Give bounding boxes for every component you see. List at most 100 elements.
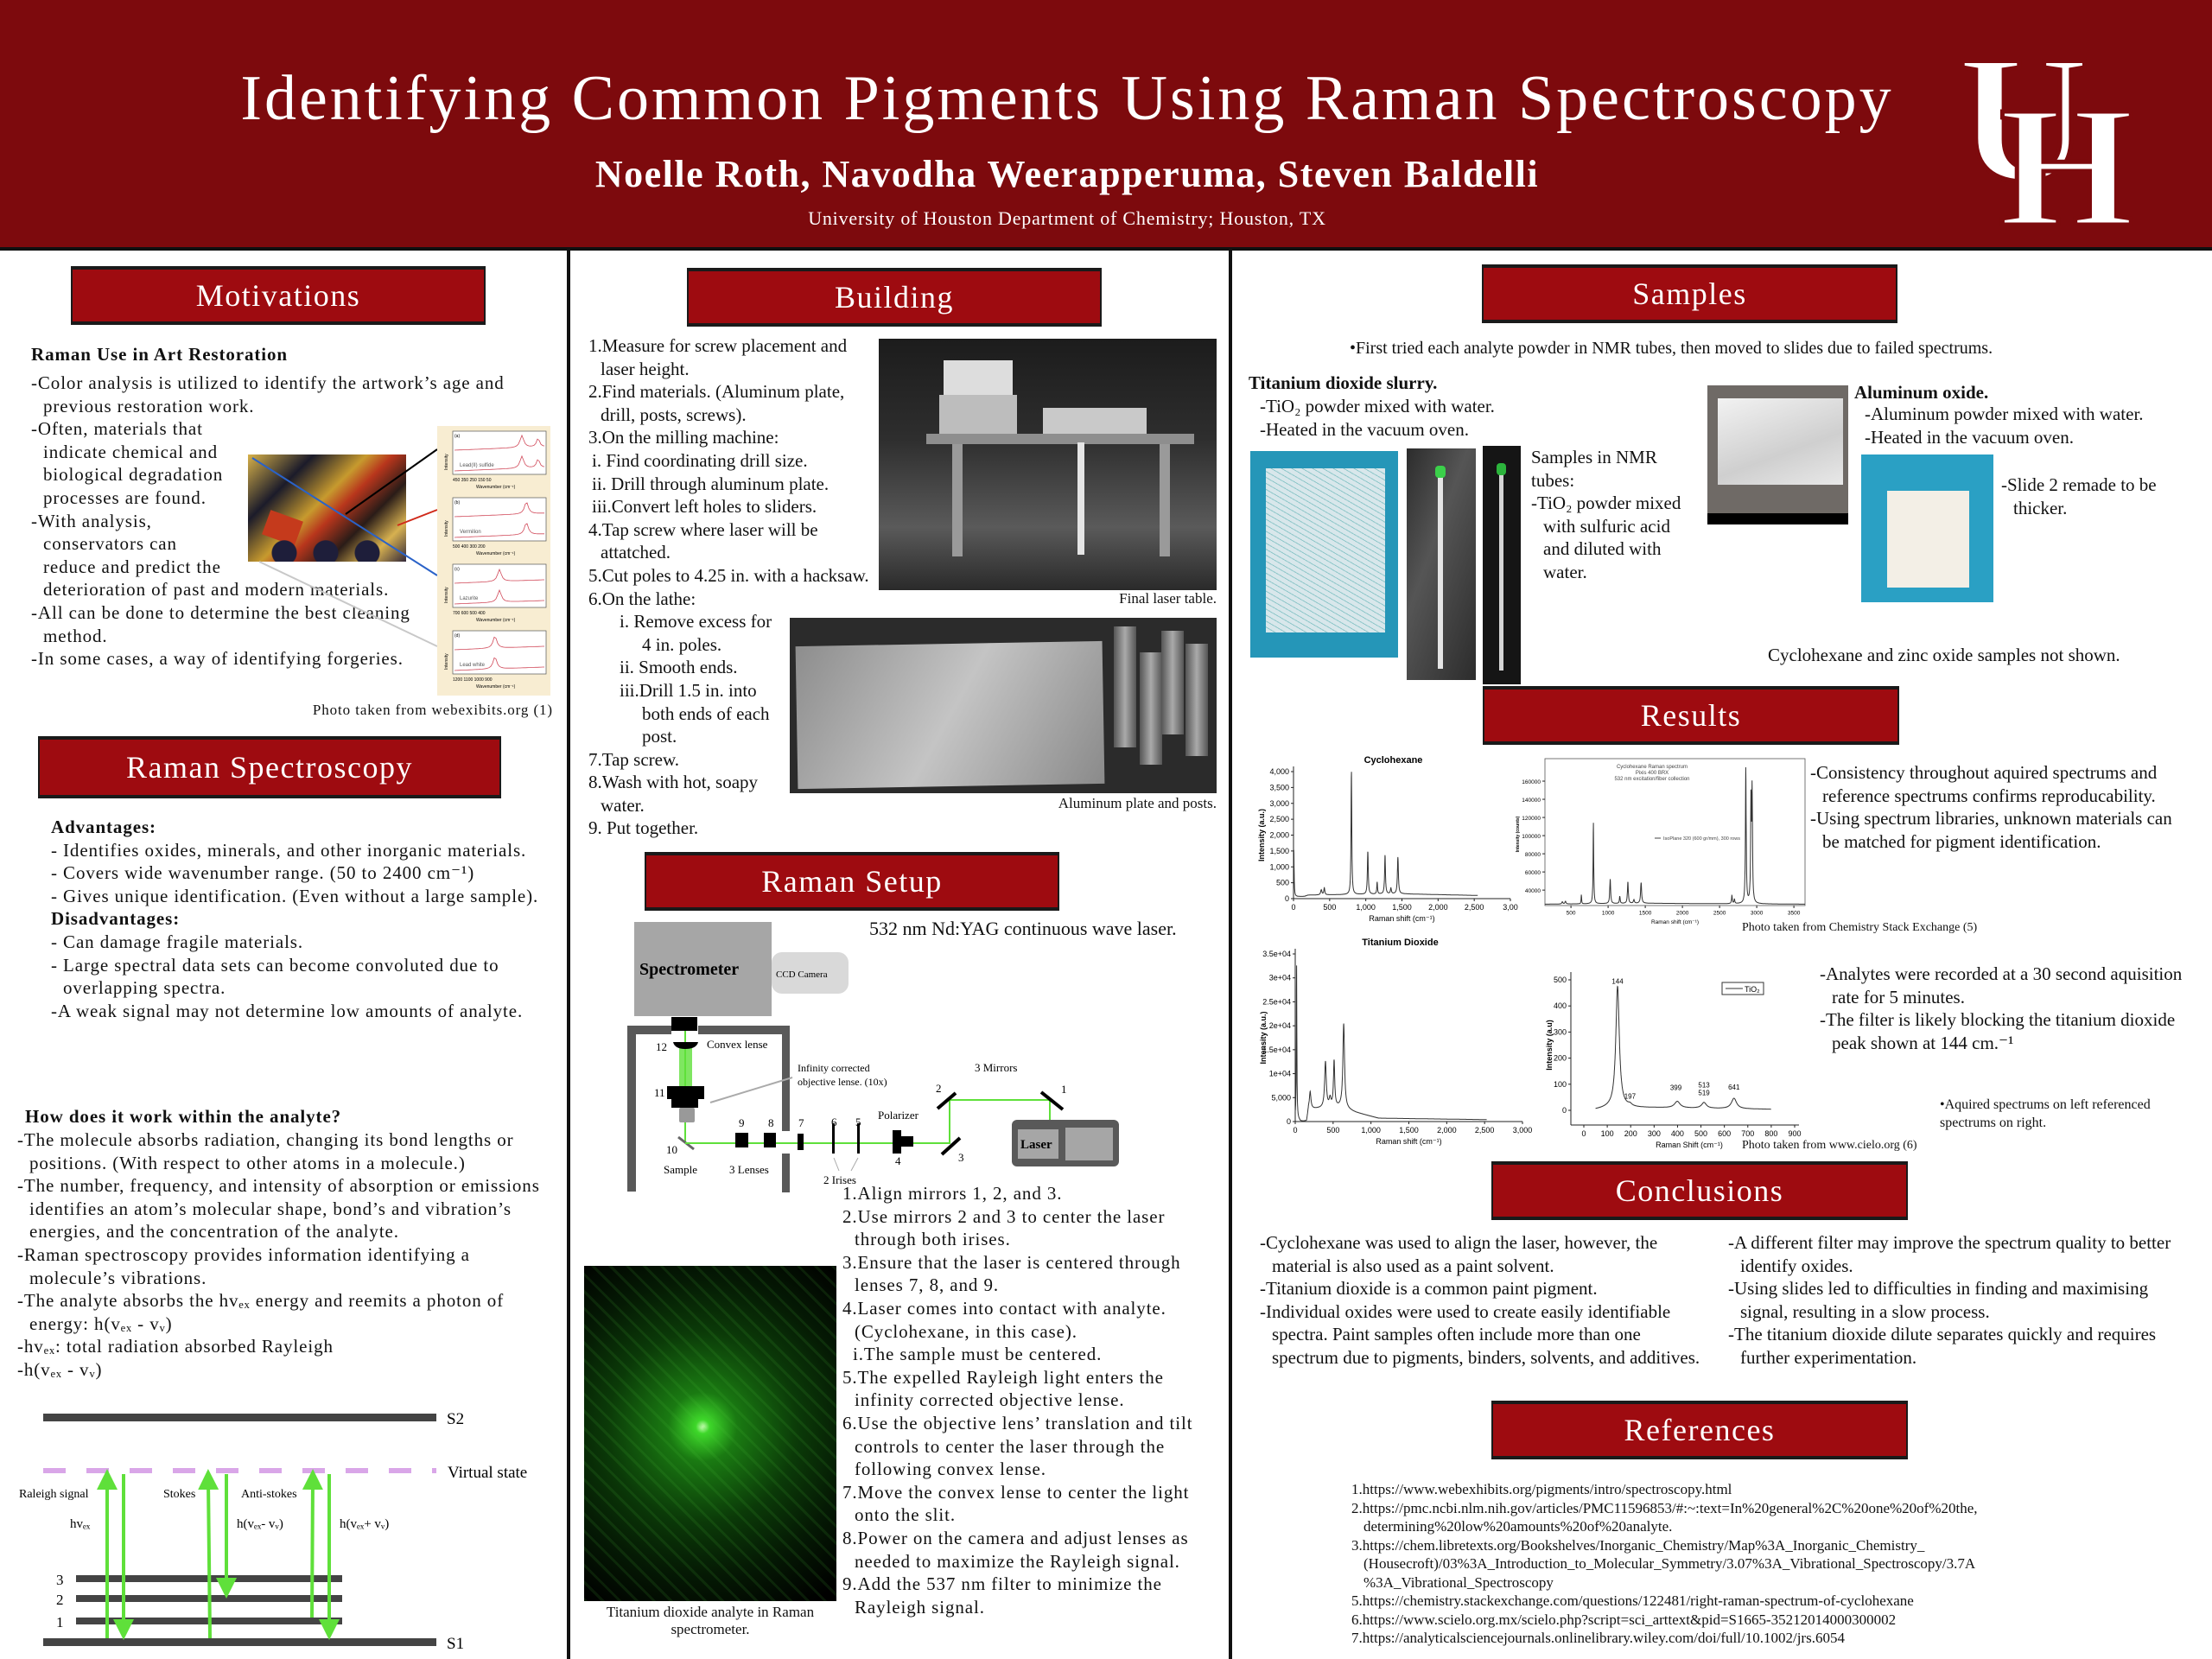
building-step: 9. Put together. — [588, 817, 699, 839]
conclusion-item: -Individual oxides were used to create e… — [1260, 1300, 1700, 1368]
conclusion-item: -Using slides led to difficulties in fin… — [1728, 1278, 2149, 1322]
x-tick-label: 3000 — [1751, 911, 1764, 917]
building-step: 6.On the lathe: — [588, 588, 696, 609]
sample-label: Sample — [664, 1163, 697, 1176]
photo-detail — [939, 395, 1017, 438]
disadvantages-heading: Disadvantages: — [51, 908, 181, 930]
laser-panel — [1065, 1128, 1113, 1160]
laser-label: Laser — [1020, 1138, 1052, 1152]
y-tick-label: 140000 — [1522, 798, 1541, 804]
s1-level — [43, 1638, 436, 1646]
y-tick-label: 500 — [1554, 976, 1567, 984]
peak-annotation: 513 — [1698, 1081, 1710, 1089]
s2-level — [43, 1414, 436, 1421]
x-tick-label: 0 — [1293, 1126, 1297, 1135]
polarizer-body — [901, 1136, 913, 1147]
aluminum-plate-caption: Aluminum plate and posts. — [1058, 795, 1217, 811]
energy-level-diagram: S2 Virtual state 3 2 1 S1 Raleigh signal… — [19, 1410, 527, 1653]
building-substep: ii. Smooth ends. — [620, 657, 738, 678]
convex-lens-label: Convex lense — [707, 1038, 768, 1051]
building-step: 4.Tap screw where laser will be attatche… — [588, 518, 818, 563]
arrow-black — [345, 448, 438, 515]
results-text-1: -Consistency throughout aquired spectrum… — [1810, 761, 2190, 853]
y-tick-label: 3,000 — [1269, 799, 1289, 808]
iris-5 — [857, 1123, 860, 1154]
spectrum-line — [1293, 772, 1478, 897]
ccd-camera-label: CCD Camera — [776, 969, 828, 980]
mini-spectrum-line — [454, 454, 545, 472]
reference-item: 7.https://analyticalsciencejournals.onli… — [1351, 1630, 1845, 1646]
y-axis-label: Intensity (a.u.) — [1257, 809, 1266, 861]
setup-step: 9.Add the 537 nm filter to minimize the … — [842, 1573, 1162, 1618]
y-tick-label: 100 — [1554, 1080, 1567, 1089]
slide-note: -Slide 2 remade to be thicker. — [2001, 474, 2200, 519]
hv-ex-label: hvₑₓ — [70, 1517, 91, 1531]
building-step: 7.Tap screw. — [588, 748, 680, 770]
s1-label: S1 — [447, 1635, 464, 1653]
photo-texture — [584, 1266, 836, 1601]
y-tick-label: 0 — [1562, 1106, 1567, 1115]
label-1: 1 — [1061, 1083, 1067, 1096]
x-tick-label: 1,000 — [1361, 1126, 1381, 1135]
y-tick-label: 200 — [1554, 1054, 1567, 1063]
iris-pointer — [850, 1157, 859, 1172]
y-tick-label: 3,500 — [1269, 783, 1289, 791]
laser-photo-caption: Titanium dioxide analyte in Raman spectr… — [606, 1604, 815, 1637]
lens-9 — [735, 1133, 748, 1147]
uh-logo: U H — [1956, 26, 2137, 233]
post-detail — [1185, 644, 1208, 756]
mini-plot-label: Vermilion — [460, 530, 481, 535]
stokes-energy-label: h(vₑₓ- vᵥ) — [237, 1517, 283, 1531]
subheading-art-restoration: Raman Use in Art Restoration — [31, 344, 289, 365]
legend-label: TiO₂ — [1745, 985, 1760, 994]
list-item: -All can be done to determine the best c… — [31, 601, 410, 646]
label-2: 2 — [936, 1082, 942, 1095]
y-tick-label: 60000 — [1525, 870, 1541, 876]
polarizer-label: Polarizer — [878, 1109, 919, 1122]
y-axis-label: Intensity (a.u) — [1545, 1020, 1554, 1071]
s2-label: S2 — [447, 1410, 464, 1428]
arrow-gray — [258, 561, 438, 647]
mini-plot-ticks: 500 400 300 200 — [453, 544, 486, 550]
label-11: 11 — [654, 1086, 665, 1099]
photo-detail — [1160, 444, 1170, 556]
spectrum-line — [1294, 965, 1487, 1122]
x-axis-label: Raman shift (cm⁻¹) — [1651, 919, 1699, 925]
legend-box — [1721, 982, 1764, 995]
y-tick-label: 1e+04 — [1269, 1070, 1291, 1078]
label-10: 10 — [666, 1143, 677, 1156]
nmr-tube-cap — [1497, 463, 1506, 475]
y-tick-label: 1,000 — [1269, 862, 1289, 871]
mini-plot-tag: (c) — [454, 567, 460, 572]
y-tick-label: 2.5e+04 — [1262, 997, 1291, 1006]
how-it-works-item: -Raman spectroscopy provides information… — [17, 1243, 470, 1288]
spectrometer-slit — [671, 1017, 697, 1031]
tio2-list: -TiO₂ powder mixed with water.-Heated in… — [1260, 395, 1495, 441]
y-tick-label: 5,000 — [1271, 1093, 1291, 1102]
column-divider — [567, 251, 570, 1659]
reference-item: 5.https://chemistry.stackexchange.com/qu… — [1351, 1592, 1914, 1609]
y-tick-label: 0 — [1285, 894, 1289, 903]
plate-detail — [795, 640, 1105, 790]
nmr-tube-photo — [1407, 448, 1476, 680]
label-5: 5 — [855, 1116, 861, 1128]
raman-setup-diagram: Spectrometer CCD Camera 12 Convex lense … — [627, 922, 1119, 1192]
arrow-blue — [251, 457, 438, 576]
x-tick-label: 500 — [1567, 911, 1576, 917]
advantages-heading: Advantages: — [51, 817, 156, 837]
spectrometer-label: Spectrometer — [639, 960, 739, 979]
mini-plot-frame — [452, 430, 547, 475]
mini-plot-label: Lead white — [460, 663, 486, 668]
setup-steps-list: 1.Align mirrors 1, 2, and 3.2.Use mirror… — [842, 1182, 1223, 1618]
aluminum-oxide-list: -Aluminum powder mixed with water.-Heate… — [1865, 403, 2144, 448]
advantage-item: - Gives unique identification. (Even wit… — [51, 885, 539, 906]
x-axis-label: Raman shift (cm⁻¹) — [1376, 1137, 1441, 1146]
irises-label: 2 Irises — [823, 1173, 856, 1186]
x-axis-label: Raman shift (cm⁻¹) — [1369, 914, 1434, 923]
peak-annotation: 519 — [1698, 1089, 1710, 1096]
building-step: 5.Cut poles to 4.25 in. with a hacksaw. — [588, 564, 869, 586]
samples-intro: •First tried each analyte powder in NMR … — [1350, 339, 1993, 358]
x-tick-label: 3500 — [1788, 911, 1801, 917]
photo-detail — [926, 434, 1194, 444]
setup-step: 3.Ensure that the laser is centered thro… — [842, 1251, 1181, 1296]
